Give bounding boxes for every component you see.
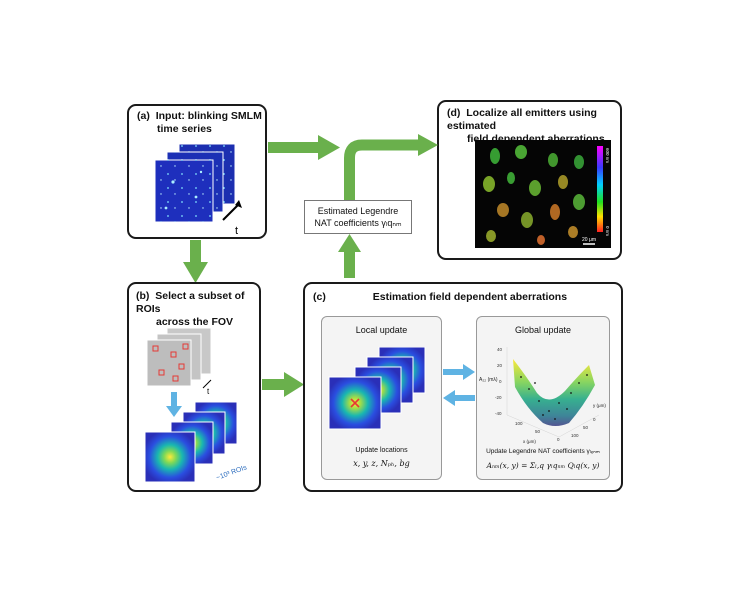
- panel-d: (d) Localize all emitters using estimate…: [437, 100, 622, 260]
- arrow-b-to-c-shaft: [262, 379, 284, 390]
- data-points: [520, 374, 588, 420]
- x-tick: 100: [515, 421, 523, 426]
- nuclei: [483, 145, 585, 245]
- local-update-params: x, y, z, Nₚₕ, bg: [353, 459, 410, 468]
- roi-selection-stack: t: [146, 328, 212, 394]
- localization-image: 600 nm 0 nm 20 μm: [475, 140, 611, 248]
- z-tick: 20: [497, 363, 503, 368]
- panel-b-label: (b): [136, 290, 150, 302]
- panel-c-title-text: Estimation field dependent aberrations: [372, 291, 568, 303]
- nat-coefficients-box: Estimated Legendre NAT coefficients γₗqₙ…: [304, 200, 412, 234]
- local-update-caption: Update locations: [355, 447, 408, 454]
- exchange-arrows: [443, 364, 475, 406]
- panel-a-title-line2: time series: [157, 123, 212, 135]
- panel-d-title-line1: Localize all emitters using estimated: [447, 107, 597, 132]
- y-tick: 50: [583, 425, 589, 430]
- z-axis-label: A₂₂ (mλ): [479, 377, 498, 383]
- panel-a: (a) Input: blinking SMLM time series t: [127, 104, 267, 239]
- z-tick: 0: [499, 379, 502, 384]
- panel-c-title: (c) Estimation field dependent aberratio…: [313, 291, 613, 304]
- y-tick: 0: [593, 417, 596, 422]
- roi-count-label: ~10³ ROIs: [215, 464, 248, 482]
- depth-colorbar: [597, 146, 603, 232]
- time-arrow: [222, 203, 240, 221]
- z-tick: -40: [495, 411, 502, 416]
- smlm-stack: t: [154, 143, 242, 236]
- plot-grid: [506, 347, 600, 438]
- arrow-b-to-c-head: [284, 372, 304, 397]
- roi-psf-stack: ~10³ ROIs: [144, 402, 248, 483]
- local-update-box: Local update Update locations x, y, z, N…: [321, 316, 442, 480]
- panel-b-time-label: t: [207, 387, 210, 394]
- y-tick: 100: [571, 433, 579, 438]
- x-tick-labels: 100 50 0: [515, 421, 560, 442]
- scale-bar-label: 20 μm: [582, 237, 596, 243]
- panel-a-title-line1: Input: blinking SMLM: [155, 110, 262, 122]
- y-axis-label: y (μm): [593, 403, 606, 408]
- z-tick: 40: [497, 347, 503, 352]
- local-update-title: Local update: [355, 325, 408, 335]
- arrow-c-to-nat-shaft: [344, 250, 355, 278]
- z-tick: -20: [495, 395, 502, 400]
- nat-box-line1: Estimated Legendre: [317, 206, 399, 216]
- panel-a-title: (a) Input: blinking SMLM time series: [137, 110, 262, 136]
- roi-markers: [152, 343, 189, 382]
- localization-cross: [350, 398, 360, 408]
- panel-b-title: (b) Select a subset of ROIs across the F…: [136, 290, 259, 329]
- panel-b-title-line2: across the FOV: [156, 316, 234, 328]
- arrow-a-to-d-head: [318, 135, 340, 160]
- panel-c: (c) Estimation field dependent aberratio…: [303, 282, 623, 492]
- panel-b: (b) Select a subset of ROIs across the F…: [127, 282, 261, 492]
- panel-b-title-line1: Select a subset of ROIs: [136, 290, 245, 315]
- x-tick: 50: [535, 429, 541, 434]
- time-label: t: [235, 225, 238, 236]
- arrow-nat-to-d-head: [418, 134, 438, 156]
- aberration-surface: [513, 359, 595, 426]
- global-update-title: Global update: [514, 325, 572, 335]
- panel-d-label: (d): [447, 107, 461, 119]
- arrow-nat-to-d-curve: [344, 139, 420, 200]
- aberration-surface-plot: 40 20 0 -20 -40 A₂₂ (mλ) 100 50 0 0 50 1…: [479, 347, 606, 444]
- colorbar-top-label: 600 nm: [605, 148, 610, 163]
- z-tick-labels: 40 20 0 -20 -40: [495, 347, 503, 416]
- panel-c-label: (c): [313, 291, 326, 303]
- arrow-a-to-b-shaft: [190, 240, 201, 262]
- global-update-equation: Aₙₘ(x, y) = Σₗ,q γₗqₙₘ Qₗq(x, y): [486, 461, 600, 470]
- colorbar-bottom-label: 0 nm: [605, 226, 610, 236]
- x-axis-label: x (μm): [523, 439, 536, 444]
- x-tick: 0: [557, 437, 560, 442]
- panel-a-label: (a): [137, 110, 150, 122]
- smlm-frame-front: [154, 159, 214, 223]
- local-psf-stack: [328, 347, 426, 430]
- arrow-a-to-b-head: [183, 262, 208, 283]
- global-update-box: Global update: [476, 316, 610, 480]
- nat-box-line2: NAT coefficients γₗqₙₘ: [314, 218, 402, 228]
- global-update-caption: Update Legendre NAT coefficients γₗₑₙₘ: [486, 448, 600, 455]
- roi-down-arrow: [166, 392, 182, 417]
- arrow-a-to-d-shaft: [268, 142, 318, 153]
- arrow-c-to-nat-head: [338, 234, 361, 252]
- y-tick-labels: 0 50 100: [571, 417, 596, 438]
